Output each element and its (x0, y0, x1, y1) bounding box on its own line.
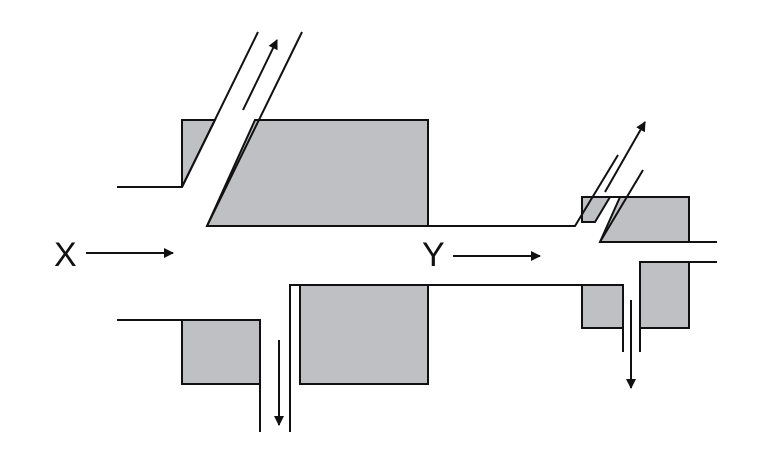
wall-right-branch-inner (599, 169, 644, 243)
block-upper-large (205, 119, 429, 227)
block-lower-left (181, 319, 261, 385)
block-right-upper (582, 196, 690, 243)
block-right-lower-left (581, 284, 624, 329)
block-right-lower-right (639, 261, 690, 329)
block-lower-middle (299, 284, 429, 385)
flow-arrows (86, 39, 646, 426)
block-right-upper-left-part (581, 196, 612, 223)
arrow-right-upper-branch (604, 121, 646, 193)
wall-upper-left (117, 31, 259, 188)
arrow-upper-branch (242, 39, 278, 111)
wall-right-drop-right (639, 261, 717, 352)
wall-branch-right (206, 31, 303, 227)
blocks (181, 119, 690, 385)
wall-upper-main (428, 154, 619, 227)
wall-lower-branch-right (289, 284, 582, 432)
label-x: X (54, 236, 77, 274)
channel-walls (117, 31, 717, 432)
label-y: Y (422, 236, 445, 274)
wall-lower-left (117, 319, 261, 432)
